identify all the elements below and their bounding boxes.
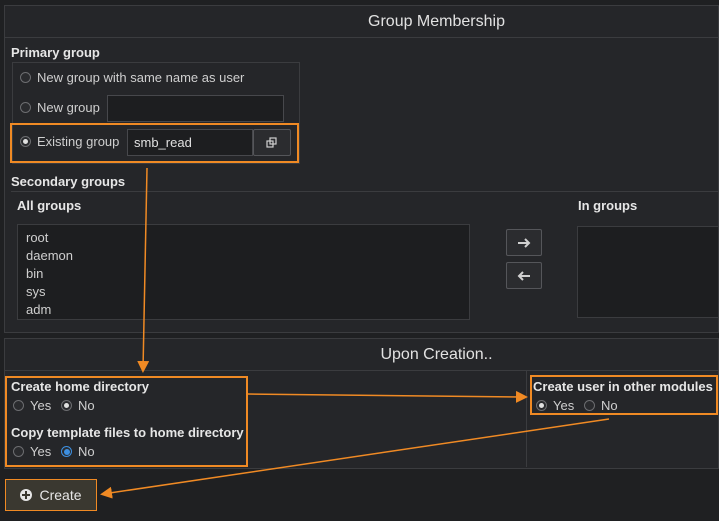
create-home-label: Create home directory bbox=[11, 379, 149, 394]
all-groups-list[interactable]: root daemon bin sys adm bbox=[17, 224, 470, 320]
radio-label: No bbox=[601, 398, 618, 413]
copy-template-yes[interactable]: Yes bbox=[13, 444, 51, 459]
new-group-input[interactable] bbox=[107, 95, 284, 122]
group-membership-title: Group Membership bbox=[5, 6, 718, 38]
radio-label: Yes bbox=[30, 444, 52, 459]
highlight-other-modules bbox=[530, 375, 718, 415]
secondary-divider bbox=[11, 191, 719, 192]
radio-label: No bbox=[78, 444, 95, 459]
other-modules-no[interactable]: No bbox=[584, 398, 618, 413]
in-groups-list[interactable] bbox=[577, 226, 719, 318]
radio-label: Existing group bbox=[37, 134, 120, 149]
copy-template-no[interactable]: No bbox=[61, 444, 95, 459]
radio-label: New group with same name as user bbox=[37, 70, 245, 85]
radio-circle[interactable] bbox=[584, 400, 595, 411]
radio-label: New group bbox=[37, 100, 100, 115]
add-to-groups-button[interactable] bbox=[506, 229, 542, 256]
other-modules-label: Create user in other modules bbox=[533, 379, 713, 394]
list-item[interactable]: sys bbox=[26, 284, 46, 299]
radio-circle[interactable] bbox=[536, 400, 547, 411]
secondary-groups-label: Secondary groups bbox=[11, 174, 126, 189]
all-groups-label: All groups bbox=[17, 198, 82, 213]
upon-creation-divider bbox=[526, 371, 527, 467]
radio-label: Yes bbox=[553, 398, 575, 413]
create-home-yes[interactable]: Yes bbox=[13, 398, 51, 413]
radio-circle[interactable] bbox=[61, 400, 72, 411]
group-chooser-button[interactable] bbox=[253, 129, 291, 156]
list-item[interactable]: adm bbox=[26, 302, 52, 317]
create-button-label: Create bbox=[39, 487, 82, 503]
radio-circle[interactable] bbox=[13, 446, 24, 457]
radio-existing-group[interactable]: Existing group bbox=[20, 134, 119, 149]
remove-from-groups-button[interactable] bbox=[506, 262, 542, 289]
radio-circle[interactable] bbox=[20, 136, 31, 147]
radio-circle[interactable] bbox=[13, 400, 24, 411]
radio-new-group-same-name[interactable]: New group with same name as user bbox=[20, 70, 244, 85]
upon-creation-title: Upon Creation.. bbox=[5, 339, 718, 371]
copy-icon bbox=[266, 136, 277, 148]
list-item[interactable]: daemon bbox=[26, 248, 73, 263]
in-groups-label: In groups bbox=[578, 198, 638, 213]
primary-group-box bbox=[12, 62, 300, 164]
create-home-no[interactable]: No bbox=[61, 398, 95, 413]
other-modules-yes[interactable]: Yes bbox=[536, 398, 574, 413]
radio-new-group[interactable]: New group bbox=[20, 100, 100, 115]
list-item[interactable]: bin bbox=[26, 266, 44, 281]
create-button[interactable]: Create bbox=[5, 479, 97, 511]
highlight-existing-group bbox=[10, 123, 299, 163]
arrow-right-icon bbox=[518, 237, 531, 248]
radio-label: Yes bbox=[30, 398, 52, 413]
radio-circle[interactable] bbox=[61, 446, 72, 457]
plus-circle-icon bbox=[20, 489, 33, 501]
radio-label: No bbox=[78, 398, 95, 413]
list-item[interactable]: root bbox=[26, 230, 49, 245]
highlight-home-directory bbox=[5, 376, 248, 467]
existing-group-input[interactable]: smb_read bbox=[127, 129, 253, 156]
primary-group-label: Primary group bbox=[11, 45, 100, 60]
arrow-left-icon bbox=[517, 270, 530, 281]
radio-circle[interactable] bbox=[20, 72, 31, 83]
radio-circle[interactable] bbox=[20, 102, 31, 113]
